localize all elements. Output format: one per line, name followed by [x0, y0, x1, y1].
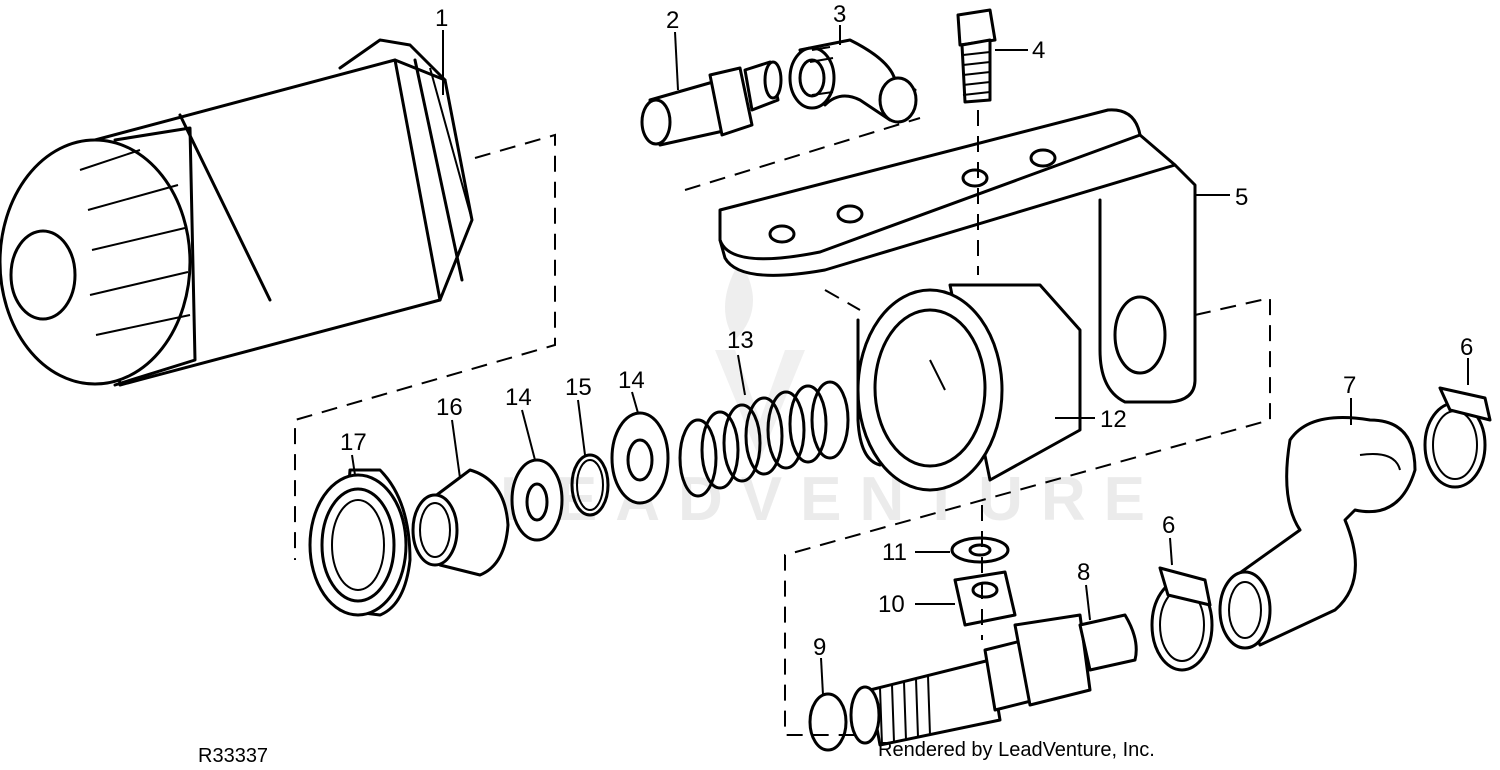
callout-14-right: 14 — [618, 367, 645, 394]
callout-8: 8 — [1077, 559, 1090, 586]
part-hose-clamp-upper — [1423, 386, 1492, 489]
callout-15: 15 — [565, 374, 592, 401]
part-o-ring — [570, 453, 610, 517]
leader-lines — [351, 25, 1469, 696]
part-bushing — [411, 468, 510, 577]
part-filter-base — [856, 283, 1082, 492]
callout-7: 7 — [1343, 372, 1356, 399]
callout-14-left: 14 — [505, 384, 532, 411]
part-nut — [953, 570, 1017, 627]
callout-12: 12 — [1100, 406, 1127, 433]
callout-1: 1 — [435, 5, 448, 32]
part-washer-small — [510, 458, 564, 542]
part-washer-large — [610, 411, 670, 505]
part-elbow-fitting — [788, 38, 918, 124]
part-o-ring-small — [808, 692, 848, 752]
callout-5: 5 — [1235, 184, 1248, 211]
callout-3: 3 — [833, 1, 846, 28]
callout-17: 17 — [340, 429, 367, 456]
callout-6-lower: 6 — [1162, 512, 1175, 539]
callout-2: 2 — [666, 7, 679, 34]
figure-id: R33337 — [198, 745, 268, 767]
part-seal — [308, 468, 412, 617]
callout-4: 4 — [1032, 37, 1045, 64]
part-bolt — [956, 8, 997, 104]
callout-9: 9 — [813, 634, 826, 661]
part-filter-canister — [0, 38, 474, 387]
watermark-text: LEADVENTURE — [500, 465, 1163, 534]
callout-10: 10 — [878, 591, 905, 618]
alignment-lines — [294, 110, 1271, 736]
part-hose-clamp-lower — [1150, 566, 1214, 672]
part-spring — [678, 380, 850, 498]
callout-16: 16 — [436, 394, 463, 421]
credit-text: Rendered by LeadVenture, Inc. — [878, 739, 1155, 761]
callout-labels: 1 2 3 4 5 6 6 7 8 9 10 11 12 13 14 14 15… — [340, 1, 1473, 661]
part-hose — [1218, 416, 1417, 650]
part-threaded-fitting — [849, 613, 1138, 747]
part-lock-washer — [950, 536, 1010, 564]
part-mounting-bracket — [718, 108, 1197, 404]
part-barbed-fitting — [640, 60, 783, 147]
callout-13: 13 — [727, 327, 754, 354]
callout-6-upper: 6 — [1460, 334, 1473, 361]
callout-11: 11 — [882, 539, 907, 566]
